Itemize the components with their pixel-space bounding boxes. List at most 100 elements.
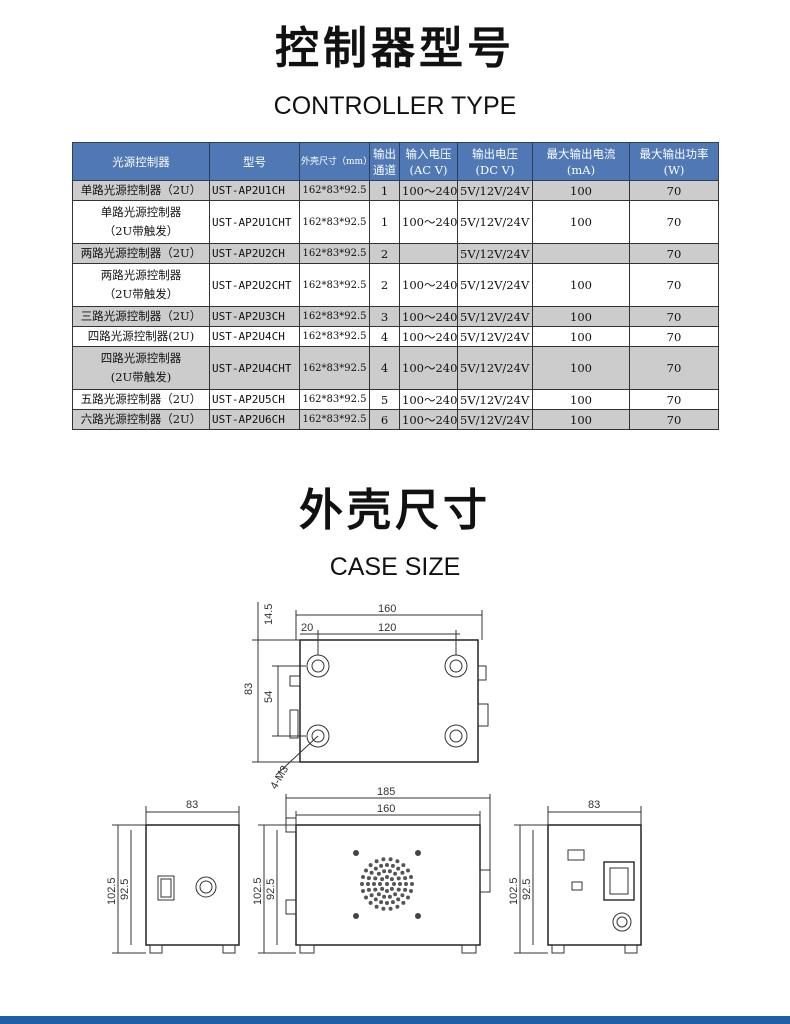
speaker-hole xyxy=(379,863,384,868)
speaker-hole xyxy=(393,892,398,897)
output-voltage-cell: 5V/12V/24V xyxy=(457,409,533,430)
table-header-col-max-current: 最大输出电流 (mA) xyxy=(532,142,630,181)
speaker-hole xyxy=(368,863,373,868)
dim-top-inner: 120 xyxy=(378,622,396,634)
model-cell: UST-AP2U2CHT xyxy=(209,263,300,307)
output-voltage-cell: 5V/12V/24V xyxy=(457,306,533,327)
speaker-hole xyxy=(360,882,364,886)
model-cell: UST-AP2U2CH xyxy=(209,243,300,264)
model-cell: UST-AP2U6CH xyxy=(209,409,300,430)
max-current-cell: 100 xyxy=(532,180,630,201)
table-header-col-max-power: 最大输出功率 (W) xyxy=(629,142,719,181)
controller-name-cell: 单路光源控制器 （2U带触发） xyxy=(72,200,210,244)
input-voltage-cell: 100～240 xyxy=(399,263,458,307)
speaker-hole xyxy=(395,904,400,909)
speaker-hole xyxy=(378,882,382,886)
speaker-hole xyxy=(400,893,405,898)
speaker-hole xyxy=(374,904,379,909)
speaker-hole xyxy=(374,859,379,864)
speaker-hole xyxy=(395,859,400,864)
dim-top-margin: 14.5 xyxy=(263,604,275,625)
controller-name-cell: 两路光源控制器（2U） xyxy=(72,243,210,264)
speaker-hole xyxy=(361,889,365,893)
speaker-hole xyxy=(403,876,408,881)
front-view xyxy=(258,794,491,954)
max-current-cell: 100 xyxy=(532,346,630,390)
input-voltage-cell: 100～240 xyxy=(399,389,458,410)
model-cell: UST-AP2U4CHT xyxy=(209,346,300,390)
table-header-col-light-controller: 光源控制器 xyxy=(72,142,210,181)
speaker-hole xyxy=(380,886,385,891)
output-voltage-cell: 5V/12V/24V xyxy=(457,326,533,347)
speaker-hole xyxy=(381,906,386,911)
controller-name-cell: 五路光源控制器（2U） xyxy=(72,389,210,410)
channel-cell: 2 xyxy=(369,263,400,307)
input-voltage-cell: 100～240 xyxy=(399,306,458,327)
controller-name-cell: 两路光源控制器 （2U带触发） xyxy=(72,263,210,307)
max-power-cell: 70 xyxy=(629,243,719,264)
speaker-hole xyxy=(366,876,371,881)
table-header-col-input-voltage: 输入电压 (AC V) xyxy=(399,142,458,181)
table-header-row: 光源控制器型号外壳尺寸（mm）输出 通道输入电压 (AC V)输出电压 (DC … xyxy=(72,142,719,181)
max-power-cell: 70 xyxy=(629,326,719,347)
speaker-hole xyxy=(390,900,395,905)
speaker-hole xyxy=(392,882,396,886)
channel-cell: 1 xyxy=(369,200,400,244)
dim-rear-width: 83 xyxy=(588,799,600,811)
speaker-hole xyxy=(396,876,401,881)
speaker-hole xyxy=(398,882,402,886)
channel-cell: 4 xyxy=(369,346,400,390)
table-header-col-channels: 输出 通道 xyxy=(369,142,400,181)
speaker-hole xyxy=(381,857,386,862)
speaker-hole xyxy=(389,877,394,882)
table-header-col-output-voltage: 输出电压 (DC V) xyxy=(457,142,533,181)
max-power-cell: 70 xyxy=(629,346,719,390)
output-voltage-cell: 5V/12V/24V xyxy=(457,346,533,390)
speaker-hole xyxy=(385,882,389,886)
speaker-hole xyxy=(390,863,395,868)
speaker-grille xyxy=(360,857,414,911)
case-size-cell: 162*83*92.5 xyxy=(299,346,370,390)
speaker-hole xyxy=(372,882,376,886)
speaker-hole xyxy=(373,887,378,892)
speaker-hole xyxy=(366,882,370,886)
case-size-cell: 162*83*92.5 xyxy=(299,243,370,264)
input-voltage-cell: 100～240 xyxy=(399,409,458,430)
dim-front-width: 160 xyxy=(377,803,395,815)
dim-side-width: 83 xyxy=(186,799,198,811)
controller-name-cell: 单路光源控制器（2U） xyxy=(72,180,210,201)
case-size-cell: 162*83*92.5 xyxy=(299,389,370,410)
speaker-hole xyxy=(396,897,401,902)
speaker-hole xyxy=(361,875,365,879)
max-current-cell: 100 xyxy=(532,200,630,244)
bottom-accent-bar xyxy=(0,1016,790,1024)
model-cell: UST-AP2U4CH xyxy=(209,326,300,347)
output-voltage-cell: 5V/12V/24V xyxy=(457,243,533,264)
dim-front-h1: 102.5 xyxy=(252,877,264,905)
speaker-hole xyxy=(385,901,389,905)
input-voltage-cell: 100～240 xyxy=(399,326,458,347)
section-title-case-size-en: CASE SIZE xyxy=(329,553,461,581)
speaker-hole xyxy=(382,894,387,899)
speaker-hole xyxy=(369,893,374,898)
max-power-cell: 70 xyxy=(629,263,719,307)
section-title-controller-type-en: CONTROLLER TYPE xyxy=(273,92,517,120)
dim-front-h2: 92.5 xyxy=(265,879,277,900)
speaker-hole xyxy=(376,892,381,897)
controller-spec-table: 光源控制器型号外壳尺寸（mm）输出 通道输入电压 (AC V)输出电压 (DC … xyxy=(72,142,719,430)
max-current-cell: 100 xyxy=(532,306,630,327)
model-cell: UST-AP2U1CH xyxy=(209,180,300,201)
dim-top-holes: 4-M3 xyxy=(268,764,291,792)
output-voltage-cell: 5V/12V/24V xyxy=(457,263,533,307)
case-size-cell: 162*83*92.5 xyxy=(299,263,370,307)
speaker-hole xyxy=(401,900,406,905)
speaker-hole xyxy=(368,900,373,905)
speaker-hole xyxy=(387,894,392,899)
input-voltage-cell: 100～240 xyxy=(399,346,458,390)
